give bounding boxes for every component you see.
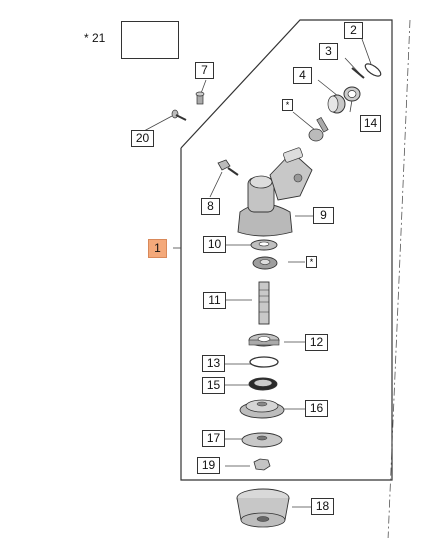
part-13-drawing [249,356,279,368]
part-7-drawing [195,91,205,105]
part-16-drawing [239,399,285,419]
part-14-drawing [343,86,361,102]
part-9-gearhead-drawing [237,147,313,237]
part-12-drawing [248,333,280,347]
pinion-gear-drawing [308,116,329,142]
part-17-drawing [241,432,283,448]
callout-15[interactable]: 15 [202,377,225,394]
callout-12[interactable]: 12 [305,334,328,351]
star-marker-upper: * [282,99,293,111]
part-8-drawing [217,159,239,176]
callout-10[interactable]: 10 [203,236,226,253]
callout-11[interactable]: 11 [203,292,226,309]
bevel-gear-drawing [252,256,278,270]
part-19-drawing [253,458,271,471]
callout-1[interactable]: 1 [148,239,167,258]
part-2-drawing [364,63,382,77]
part-10-drawing [250,239,278,251]
callout-2[interactable]: 2 [344,22,363,39]
part-20-drawing [171,109,187,121]
assembly-outline [180,19,393,481]
callout-3[interactable]: 3 [319,43,338,60]
part-15-drawing [248,377,278,391]
part-3-drawing [351,67,365,79]
part-4-drawing [327,94,346,114]
kit-21-box[interactable] [121,21,179,59]
star-marker-lower: * [306,256,317,268]
callout-14[interactable]: 14 [360,115,381,132]
callout-8[interactable]: 8 [201,198,220,215]
part-18-drawing [236,488,290,528]
kit-21-label: * 21 [84,31,106,45]
callout-20[interactable]: 20 [131,130,154,147]
callout-17[interactable]: 17 [202,430,225,447]
callout-16[interactable]: 16 [305,400,328,417]
callout-9[interactable]: 9 [313,207,334,224]
callout-18[interactable]: 18 [311,498,334,515]
part-11-shaft-drawing [258,281,270,325]
callout-7[interactable]: 7 [195,62,214,79]
callout-4[interactable]: 4 [293,67,312,84]
callout-19[interactable]: 19 [197,457,220,474]
callout-13[interactable]: 13 [202,355,225,372]
